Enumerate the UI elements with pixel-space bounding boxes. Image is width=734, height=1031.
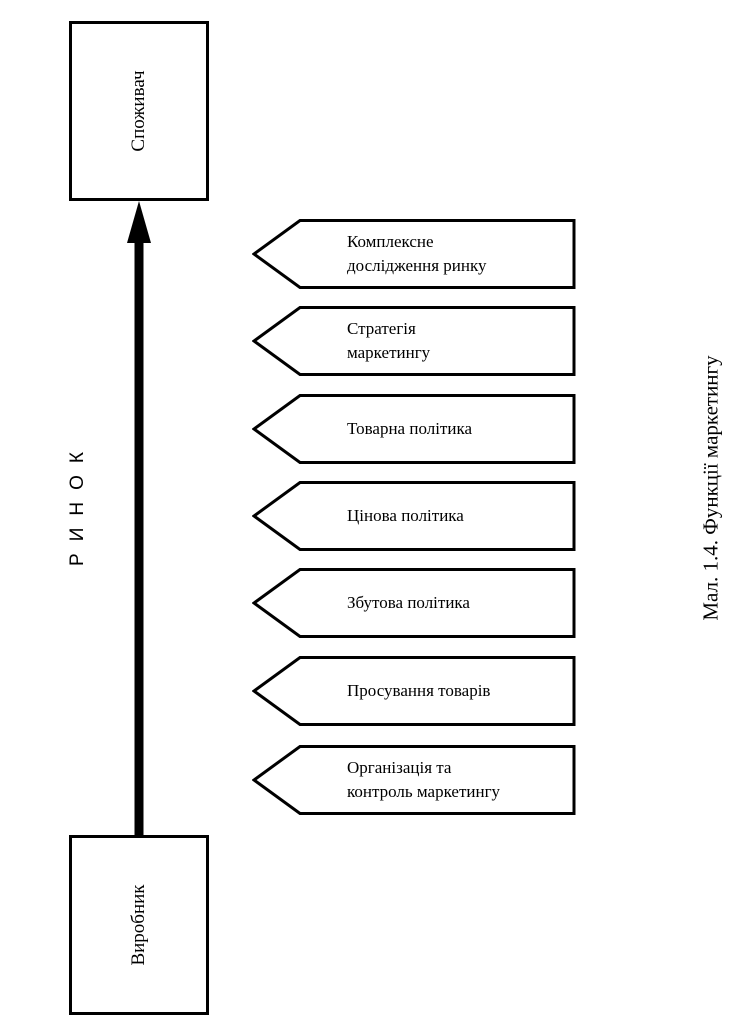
function-label-line1: Збутова політика [347,593,470,612]
function-label-line1: Цінова політика [347,506,464,525]
function-label-line2: дослідження ринку [347,256,487,275]
function-label: Стратегія маркетингу [347,306,572,376]
figure-caption: Мал. 1.4. Функції маркетингу [698,355,723,621]
producer-label: Виробник [128,884,149,966]
function-label-line1: Просування товарів [347,681,491,700]
function-marketing-strategy: Стратегія маркетингу [252,306,577,376]
pentagon-arrow-shape [252,481,576,551]
function-label: Комплексне дослідження ринку [347,219,572,289]
function-product-policy: Товарна політика [252,394,577,464]
function-label-line2: контроль маркетингу [347,782,501,801]
function-label-line2: маркетингу [347,343,431,362]
function-market-research: Комплексне дослідження ринку [252,219,577,289]
function-product-promotion: Просування товарів [252,656,577,726]
function-label: Товарна політика [347,394,572,464]
pentagon-arrow-shape [252,568,576,638]
market-label: РИНОК [67,440,88,566]
function-label-line1: Товарна політика [347,419,473,438]
market-arrow-head [127,201,151,243]
function-label-line1: Комплексне [347,232,434,251]
function-label: Просування товарів [347,656,572,726]
function-sales-policy: Збутова політика [252,568,577,638]
consumer-box: Споживач [69,21,209,201]
pentagon-arrow-shape [252,219,576,289]
function-label-line1: Стратегія [347,319,416,338]
pentagon-arrow-shape [252,656,576,726]
pentagon-arrow-shape [252,394,576,464]
pentagon-arrow-shape [252,306,576,376]
pentagon-arrow-shape [252,745,576,815]
function-price-policy: Цінова політика [252,481,577,551]
function-organization-control: Організація та контроль маркетингу [252,745,577,815]
function-label: Організація та контроль маркетингу [347,745,572,815]
function-label-line1: Організація та [347,758,452,777]
function-label: Збутова політика [347,568,572,638]
function-label: Цінова політика [347,481,572,551]
producer-box: Виробник [69,835,209,1015]
